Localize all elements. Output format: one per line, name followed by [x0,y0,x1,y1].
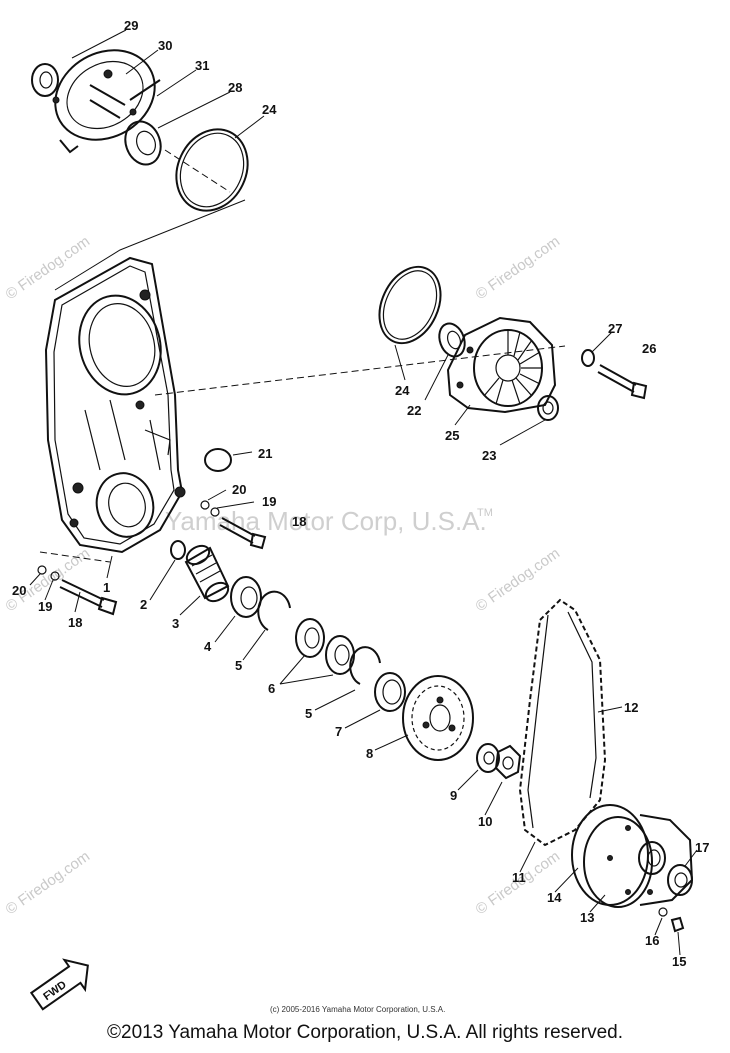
callout-2: 2 [140,597,147,612]
watermark-text: © Firedog.com [3,848,94,918]
callout-25: 25 [445,428,459,443]
callout-16: 16 [645,933,659,948]
callout-10: 10 [478,814,492,829]
callout-8: 8 [366,746,373,761]
callout-26: 26 [642,341,656,356]
callout-20: 20 [232,482,246,497]
callout-17: 17 [695,840,709,855]
small-copyright-notice: (c) 2005-2016 Yamaha Motor Corporation, … [270,1005,445,1014]
watermark-text: © Firedog.com [473,233,564,303]
callout-27: 27 [608,321,622,336]
callout-30: 30 [158,38,172,53]
callout-14: 14 [547,890,562,905]
callout-12: 12 [624,700,638,715]
callout-11: 11 [512,870,526,885]
callout-6: 6 [268,681,275,696]
callout-24: 24 [262,102,277,117]
callout-15: 15 [672,954,686,969]
callout-9: 9 [450,788,457,803]
callout-29: 29 [124,18,138,33]
callout-5: 5 [305,706,312,721]
callout-labels: 29 30 31 28 24 24 22 25 23 27 26 21 20 1… [12,18,709,969]
callout-19: 19 [38,599,52,614]
callout-21: 21 [258,446,272,461]
trademark-mark: TM [477,507,493,519]
cap-and-bolts [29,448,267,616]
callout-19: 19 [262,494,276,509]
right-housing-assembly [378,265,648,446]
callout-24: 24 [395,383,410,398]
callout-3: 3 [172,616,179,631]
callout-4: 4 [204,639,212,654]
drive-sprocket [374,675,522,816]
shaft-component-stack [149,540,406,729]
callout-18: 18 [292,514,306,529]
callout-13: 13 [580,910,594,925]
watermark-text: © Firedog.com [473,545,564,615]
brand-watermark: Yamaha Motor Corp, U.S.A. [165,506,487,536]
chain-case-housing [44,256,566,579]
callout-20: 20 [12,583,26,598]
watermark-text: © Firedog.com [3,233,94,303]
callout-31: 31 [195,58,209,73]
footer-copyright: ©2013 Yamaha Motor Corporation, U.S.A. A… [107,1022,623,1043]
callout-5: 5 [235,658,242,673]
callout-23: 23 [482,448,496,463]
callout-18: 18 [68,615,82,630]
callout-28: 28 [228,80,242,95]
driven-hub-assembly [554,804,698,956]
callout-1: 1 [103,580,110,595]
drive-chain [518,598,623,873]
callout-22: 22 [407,403,421,418]
forward-arrow: FWD [29,958,89,1011]
end-cover-assembly [31,29,265,291]
callout-7: 7 [335,724,342,739]
